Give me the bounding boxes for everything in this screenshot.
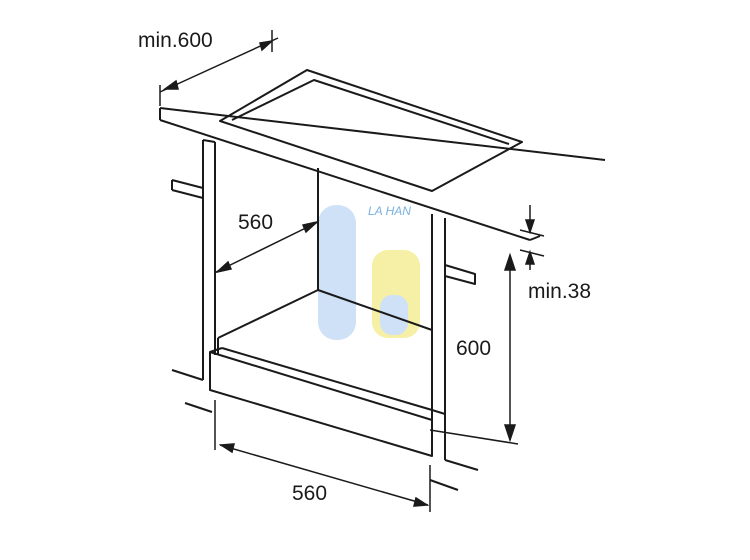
worktop-cutout [219, 69, 523, 192]
dimension-line-height [429, 252, 519, 445]
cabinet-right-side [429, 214, 479, 491]
label-width: 560 [292, 482, 327, 505]
watermark-logo: LA HAN [318, 204, 420, 340]
dimension-line-depth-inner [214, 220, 320, 274]
label-height: 600 [456, 337, 491, 360]
watermark-blue-shape [318, 205, 356, 340]
dimension-line-depth-top [159, 30, 279, 106]
cabinet-left-side [171, 139, 216, 413]
plinth-drawer [209, 347, 446, 457]
watermark-blue-inner [380, 295, 408, 335]
worktop [159, 69, 606, 241]
label-gap-height: min.38 [528, 280, 591, 303]
dimension-line-width [214, 400, 431, 512]
watermark-text: LA HAN [368, 204, 411, 218]
oven-niche [217, 168, 433, 355]
dimension-line-gap-height [519, 205, 545, 270]
label-depth-top: min.600 [138, 29, 213, 52]
label-depth-inner: 560 [238, 211, 273, 234]
